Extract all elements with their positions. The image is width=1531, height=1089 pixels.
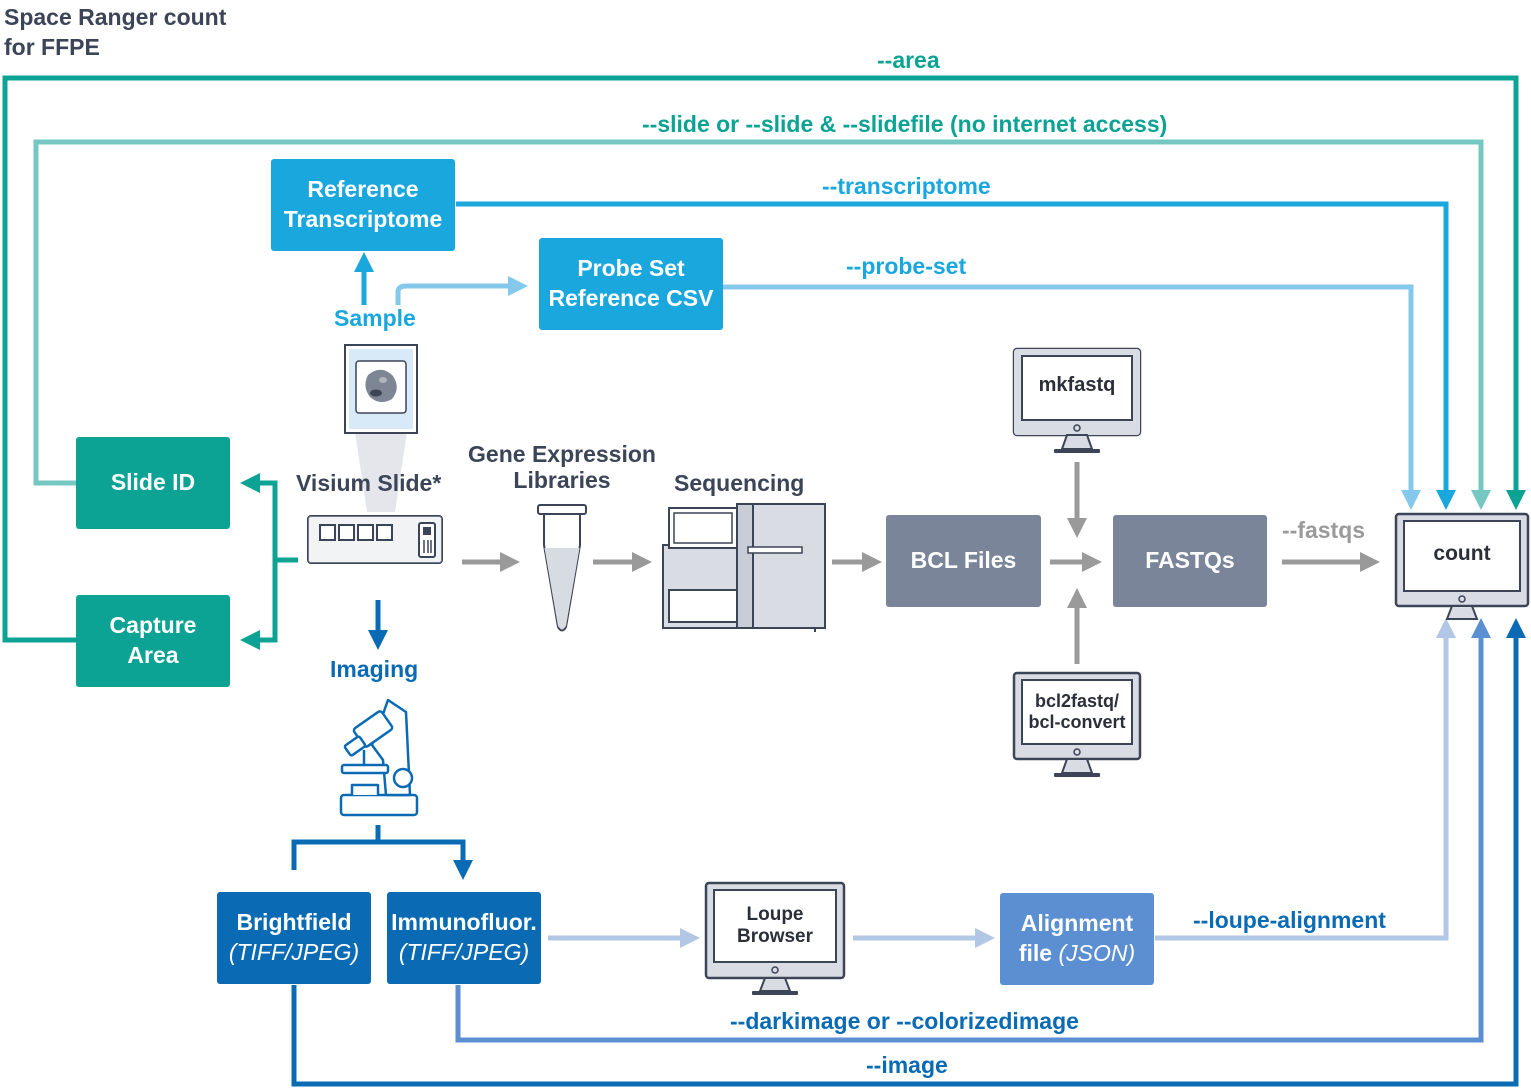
bcl2fastq-line2: bcl-convert (1028, 712, 1126, 732)
gene-expression-line2: Libraries (513, 467, 611, 494)
diagram-title-line2: for FFPE (4, 33, 100, 60)
slide-id-box: Slide ID (76, 437, 230, 529)
alignment-line2-prefix: file (1018, 940, 1059, 966)
slide-to-slideid-arrow (240, 473, 278, 560)
slide-connector (33, 139, 1491, 510)
bcl-files-label: BCL Files (910, 547, 1017, 574)
sample-label: Sample (334, 305, 416, 331)
sequencer-icon (662, 503, 826, 632)
slide-id-label: Slide ID (110, 469, 196, 496)
diagram-title-line1: Space Ranger count (4, 4, 227, 30)
immunofluor-box: Immunofluor. (TIFF/JPEG) (387, 892, 541, 984)
bcl2fastq-line1: bcl2fastq/ (1034, 691, 1120, 712)
gene-expression-line1: Gene Expression (468, 441, 656, 467)
alignment-file-box: Alignment file (JSON) (1000, 893, 1154, 985)
flag-transcriptome: --transcriptome (822, 173, 991, 199)
transcriptome-connector (456, 201, 1456, 510)
flag-area: --area (877, 47, 940, 73)
probe-set-box: Probe Set Reference CSV (539, 238, 723, 330)
area-connector (2, 75, 1526, 643)
count-monitor-icon (1394, 512, 1530, 620)
alignment-line1: Alignment (1020, 910, 1134, 937)
reference-transcriptome-box: Reference Transcriptome (271, 159, 455, 251)
bcl2fastq-screen: bcl2fastq/ bcl-convert (1022, 680, 1132, 744)
sample-to-probe-arrow (395, 276, 528, 305)
sequencing-label: Sequencing (674, 470, 805, 496)
flag-fastqs: --fastqs (1282, 517, 1366, 543)
sample-card-icon (344, 344, 418, 512)
capture-area-box: Capture Area (76, 595, 230, 687)
count-label: count (1433, 541, 1491, 565)
bcl-files-box: BCL Files (886, 515, 1041, 607)
darkimage-connector (455, 618, 1491, 1043)
reference-transcriptome-line1: Reference (307, 176, 419, 203)
slide-to-capture-arrow (240, 560, 278, 650)
mkfastq-monitor-icon (1012, 347, 1142, 453)
loupe-screen: Loupe Browser (714, 890, 836, 962)
fastqs-box: FASTQs (1113, 515, 1267, 607)
gene-expression-label: Gene Expression Libraries (455, 441, 669, 494)
alignment-line2: file (JSON) (1019, 939, 1135, 969)
loupe-line2: Browser (736, 926, 814, 947)
alignment-line2-format: (JSON) (1058, 940, 1136, 966)
flag-image: --image (866, 1052, 948, 1078)
brightfield-label: Brightfield (236, 909, 352, 936)
loupe-monitor-icon (704, 881, 846, 995)
capture-area-line1: Capture (109, 612, 197, 639)
reference-transcriptome-line2: Transcriptome (283, 206, 443, 232)
brightfield-format: (TIFF/JPEG) (228, 939, 360, 965)
diagram-title: Space Ranger count for FFPE (4, 3, 226, 63)
mkfastq-label: mkfastq (1038, 373, 1116, 396)
probe-set-connector (723, 284, 1421, 510)
capture-area-line2: Area (127, 642, 179, 668)
visium-slide-label: Visium Slide* (296, 470, 442, 496)
microscope-branch (291, 825, 463, 870)
brightfield-box: Brightfield (TIFF/JPEG) (217, 892, 371, 984)
fastqs-label: FASTQs (1145, 547, 1235, 574)
probe-set-line2: Reference CSV (548, 285, 714, 311)
loupe-line1: Loupe (746, 904, 804, 926)
immunofluor-label: Immunofluor. (391, 909, 537, 936)
loupe-alignment-connector (1155, 618, 1456, 941)
count-screen: count (1404, 521, 1520, 587)
imaging-label: Imaging (330, 656, 419, 682)
mkfastq-screen: mkfastq (1022, 356, 1132, 414)
visium-slide-icon (307, 515, 443, 564)
microscope-icon (339, 698, 419, 817)
flag-slide: --slide or --slide & --slidefile (no int… (642, 111, 1168, 137)
flag-darkimage: --darkimage or --colorizedimage (730, 1008, 1079, 1034)
flag-probe-set: --probe-set (846, 253, 967, 279)
immunofluor-format: (TIFF/JPEG) (398, 939, 530, 965)
image-connector (291, 618, 1526, 1087)
flag-loupe-alignment: --loupe-alignment (1193, 907, 1386, 933)
probe-set-line1: Probe Set (577, 255, 685, 282)
library-tube-icon (537, 504, 587, 632)
bcl2fastq-monitor-icon (1012, 671, 1142, 777)
